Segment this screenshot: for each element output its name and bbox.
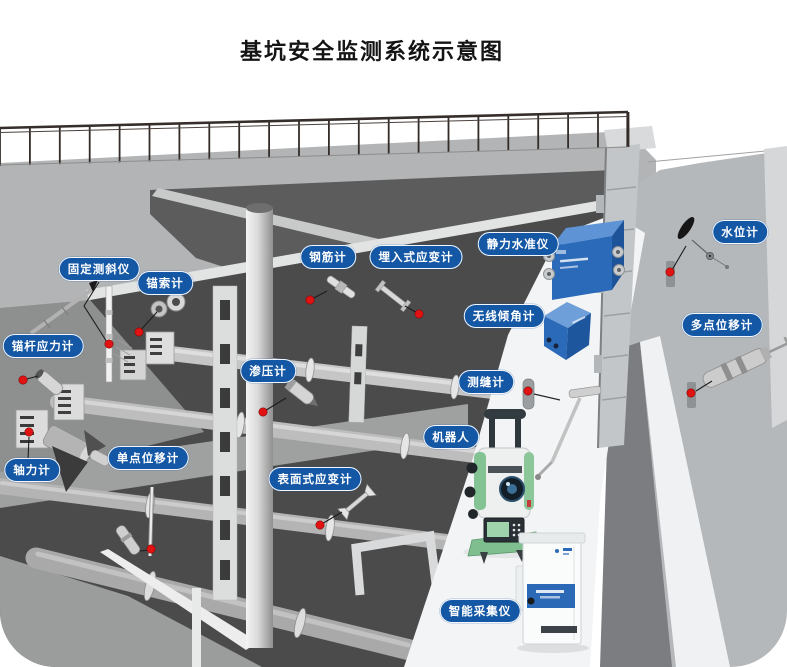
- label-anchor-cable-gauge: 锚索计: [137, 271, 193, 295]
- label-fixed-inclinometer: 固定测斜仪: [58, 257, 140, 281]
- label-crack-gauge: 测缝计: [458, 370, 514, 394]
- label-piezometer: 渗压计: [240, 359, 296, 383]
- label-wireless-tiltmeter: 无线倾角计: [463, 304, 545, 328]
- label-static-level: 静力水准仪: [477, 232, 559, 256]
- label-water-level-gauge: 水位计: [712, 220, 768, 244]
- single-point-displacement-icon: [115, 486, 154, 557]
- label-rebar-gauge: 钢筋计: [300, 245, 356, 269]
- label-smart-logger: 智能采集仪: [439, 599, 521, 623]
- small-column: [348, 325, 368, 423]
- label-robot: 机器人: [423, 425, 479, 449]
- fixed-inclinometer-icon: [23, 280, 113, 383]
- right-slope: [600, 146, 787, 667]
- marker-dots: [18, 267, 696, 554]
- retaining-wall-column: [594, 126, 656, 449]
- embedded-strain-gauge-icon: [374, 279, 420, 315]
- label-multi-point-displacement: 多点位移计: [681, 313, 763, 337]
- label-axial-force-gauge: 轴力计: [4, 458, 60, 482]
- label-anchor-rod-stress-gauge: 锚杆应力计: [2, 334, 84, 358]
- smart-logger-device: [515, 532, 589, 653]
- anchor-rod-stress-gauge-icon: [7, 369, 63, 395]
- wireless-tiltmeter-device: [544, 302, 591, 360]
- concrete-walers: [100, 530, 441, 667]
- rebar-gauge-icon: [309, 275, 356, 301]
- robot-total-station-device: [463, 409, 547, 564]
- safety-fence: [0, 110, 630, 166]
- axial-force-gauge-icon: [15, 409, 111, 492]
- label-surface-strain-gauge: 表面式应变计: [268, 467, 362, 491]
- surface-strain-gauge-icon: [319, 483, 377, 526]
- static-level-device: [543, 220, 625, 300]
- label-embedded-strain-gauge: 埋入式应变计: [369, 245, 463, 269]
- label-single-point-displacement: 单点位移计: [107, 446, 189, 470]
- anchor-cable-gauge-icon: [113, 292, 186, 363]
- multi-point-displacement-icon: [687, 336, 787, 408]
- pile-column: [246, 203, 273, 648]
- lattice-column: [212, 285, 238, 601]
- page-title: 基坑安全监测系统示意图: [239, 39, 505, 64]
